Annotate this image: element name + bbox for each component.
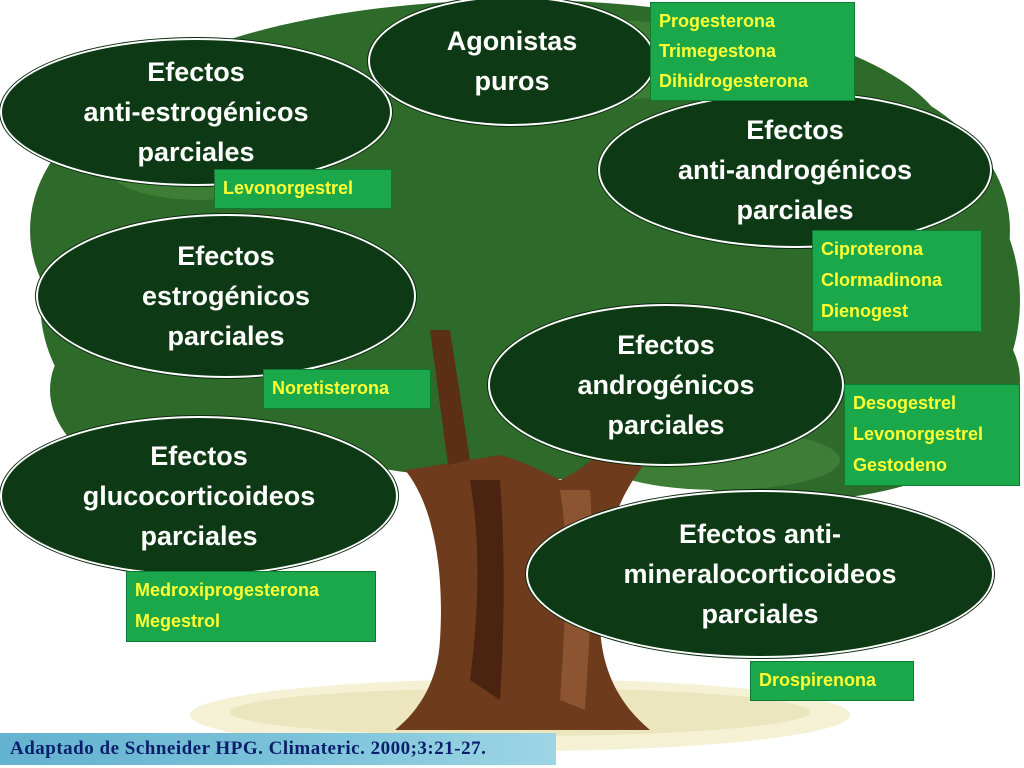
node-estrogenicos-line-1: Efectos (177, 241, 275, 271)
label-androgenicos-item-1: Desogestrel (853, 393, 957, 413)
label-antimineralocorticoideos-item-1: Drospirenona (759, 670, 877, 690)
node-anti-androgenicos-line-3: parciales (736, 195, 854, 225)
label-anti-estrogenicos: Levonorgestrel (214, 169, 392, 209)
node-androgenicos-line-3: parciales (607, 410, 725, 440)
node-antimineralocorticoideos-line-1: Efectos anti- (678, 519, 842, 549)
label-androgenicos: Desogestrel Levonorgestrel Gestodeno (844, 384, 1020, 486)
node-androgenicos-line-1: Efectos (617, 330, 715, 360)
label-glucocorticoideos-item-2: Megestrol (135, 611, 221, 631)
node-androgenicos: Efectos androgénicos parciales (488, 304, 844, 466)
label-anti-androgenicos-item-1: Ciproterona (821, 239, 924, 259)
label-estrogenicos: Noretisterona (263, 369, 431, 409)
source-citation: Adaptado de Schneider HPG. Climateric. 2… (0, 733, 556, 765)
label-glucocorticoideos-item-1: Medroxiprogesterona (135, 580, 320, 600)
node-anti-androgenicos-line-1: Efectos (746, 115, 844, 145)
node-anti-estrogenicos-line-1: Efectos (147, 57, 245, 87)
node-agonistas-puros: Agonistas puros (368, 0, 656, 126)
node-antimineralocorticoideos-line-3: parciales (701, 599, 819, 629)
node-anti-estrogenicos: Efectos anti-estrogénicos parciales (0, 38, 392, 186)
node-anti-androgenicos-line-2: anti-androgénicos (677, 155, 913, 185)
label-anti-androgenicos-item-3: Dienogest (821, 301, 909, 321)
label-anti-estrogenicos-item-1: Levonorgestrel (223, 178, 354, 198)
label-glucocorticoideos: Medroxiprogesterona Megestrol (126, 571, 376, 642)
node-glucocorticoideos-line-3: parciales (140, 521, 258, 551)
node-glucocorticoideos-line-1: Efectos (150, 441, 248, 471)
label-agonistas-item-3: Dihidrogesterona (659, 71, 809, 91)
label-androgenicos-item-3: Gestodeno (853, 455, 948, 475)
node-androgenicos-line-2: androgénicos (577, 370, 755, 400)
label-anti-androgenicos-item-2: Clormadinona (821, 270, 943, 290)
node-glucocorticoideos-line-2: glucocorticoideos (82, 481, 316, 511)
node-estrogenicos-line-2: estrogénicos (141, 281, 311, 311)
node-antimineralocorticoideos: Efectos anti- mineralocorticoideos parci… (526, 490, 994, 658)
node-estrogenicos: Efectos estrogénicos parciales (36, 214, 416, 378)
node-agonistas-line-2: puros (474, 66, 550, 96)
node-antimineralocorticoideos-line-2: mineralocorticoideos (623, 559, 897, 589)
label-agonistas-item-1: Progesterona (659, 11, 776, 31)
label-estrogenicos-item-1: Noretisterona (272, 378, 390, 398)
label-agonistas-item-2: Trimegestona (659, 41, 777, 61)
label-anti-androgenicos: Ciproterona Clormadinona Dienogest (812, 230, 982, 332)
node-glucocorticoideos: Efectos glucocorticoideos parciales (0, 416, 398, 576)
label-antimineralocorticoideos: Drospirenona (750, 661, 914, 701)
node-agonistas-line-1: Agonistas (446, 26, 578, 56)
node-anti-estrogenicos-line-3: parciales (137, 137, 255, 167)
label-agonistas-puros: Progesterona Trimegestona Dihidrogestero… (650, 2, 855, 101)
node-estrogenicos-line-3: parciales (167, 321, 285, 351)
label-androgenicos-item-2: Levonorgestrel (853, 424, 984, 444)
node-anti-androgenicos: Efectos anti-androgénicos parciales (598, 92, 992, 248)
node-anti-estrogenicos-line-2: anti-estrogénicos (83, 97, 309, 127)
